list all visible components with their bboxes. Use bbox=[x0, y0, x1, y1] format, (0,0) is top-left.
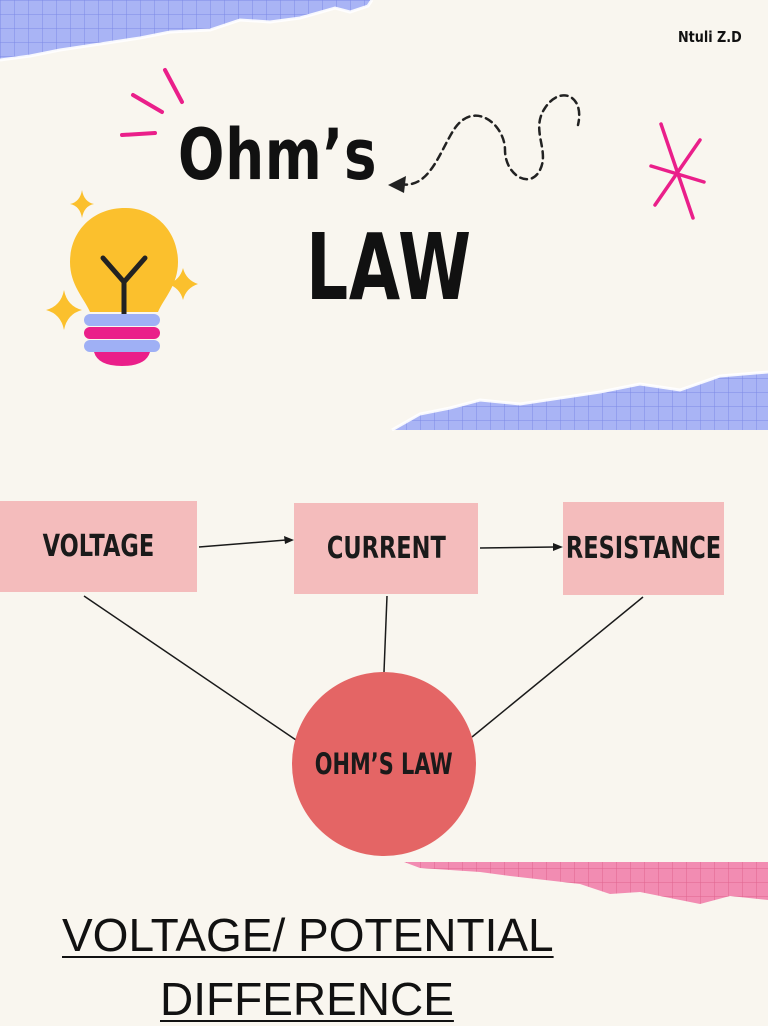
section-heading-line-1: VOLTAGE/ POTENTIAL bbox=[62, 908, 554, 962]
node-voltage: VOLTAGE bbox=[0, 501, 197, 592]
author-name: Ntuli Z.D bbox=[678, 28, 742, 46]
connector-resistance-center bbox=[471, 596, 644, 738]
node-current: CURRENT bbox=[294, 503, 478, 594]
node-center: OHM’S LAW bbox=[292, 672, 476, 856]
node-resistance-label: RESISTANCE bbox=[565, 531, 722, 566]
node-center-label: OHM’S LAW bbox=[315, 747, 453, 781]
center-node-circle bbox=[292, 672, 476, 856]
connector-current-center bbox=[383, 595, 388, 673]
node-resistance: RESISTANCE bbox=[563, 502, 724, 595]
connector-voltage-current bbox=[198, 539, 287, 548]
node-current-label: CURRENT bbox=[326, 531, 446, 566]
section-heading-text-2: DIFFERENCE bbox=[160, 973, 454, 1025]
title-line-1: Ohm’s bbox=[178, 114, 378, 196]
torn-paper-bottom-right bbox=[404, 862, 768, 904]
section-heading-text-1: VOLTAGE/ POTENTIAL bbox=[62, 909, 554, 961]
connector-voltage-center bbox=[83, 595, 297, 741]
dashed-arrow-icon bbox=[388, 94, 581, 193]
node-voltage-label: VOLTAGE bbox=[42, 529, 155, 564]
title-line-2: LAW bbox=[306, 214, 472, 321]
pink-accent-strokes bbox=[120, 68, 184, 137]
diagram-connectors bbox=[83, 536, 644, 741]
connector-current-resistance bbox=[479, 546, 556, 549]
torn-paper-mid-right bbox=[392, 372, 768, 430]
sparkle-icon bbox=[649, 122, 706, 220]
section-heading-line-2: DIFFERENCE bbox=[160, 972, 454, 1026]
light-bulb-icon bbox=[46, 190, 198, 366]
